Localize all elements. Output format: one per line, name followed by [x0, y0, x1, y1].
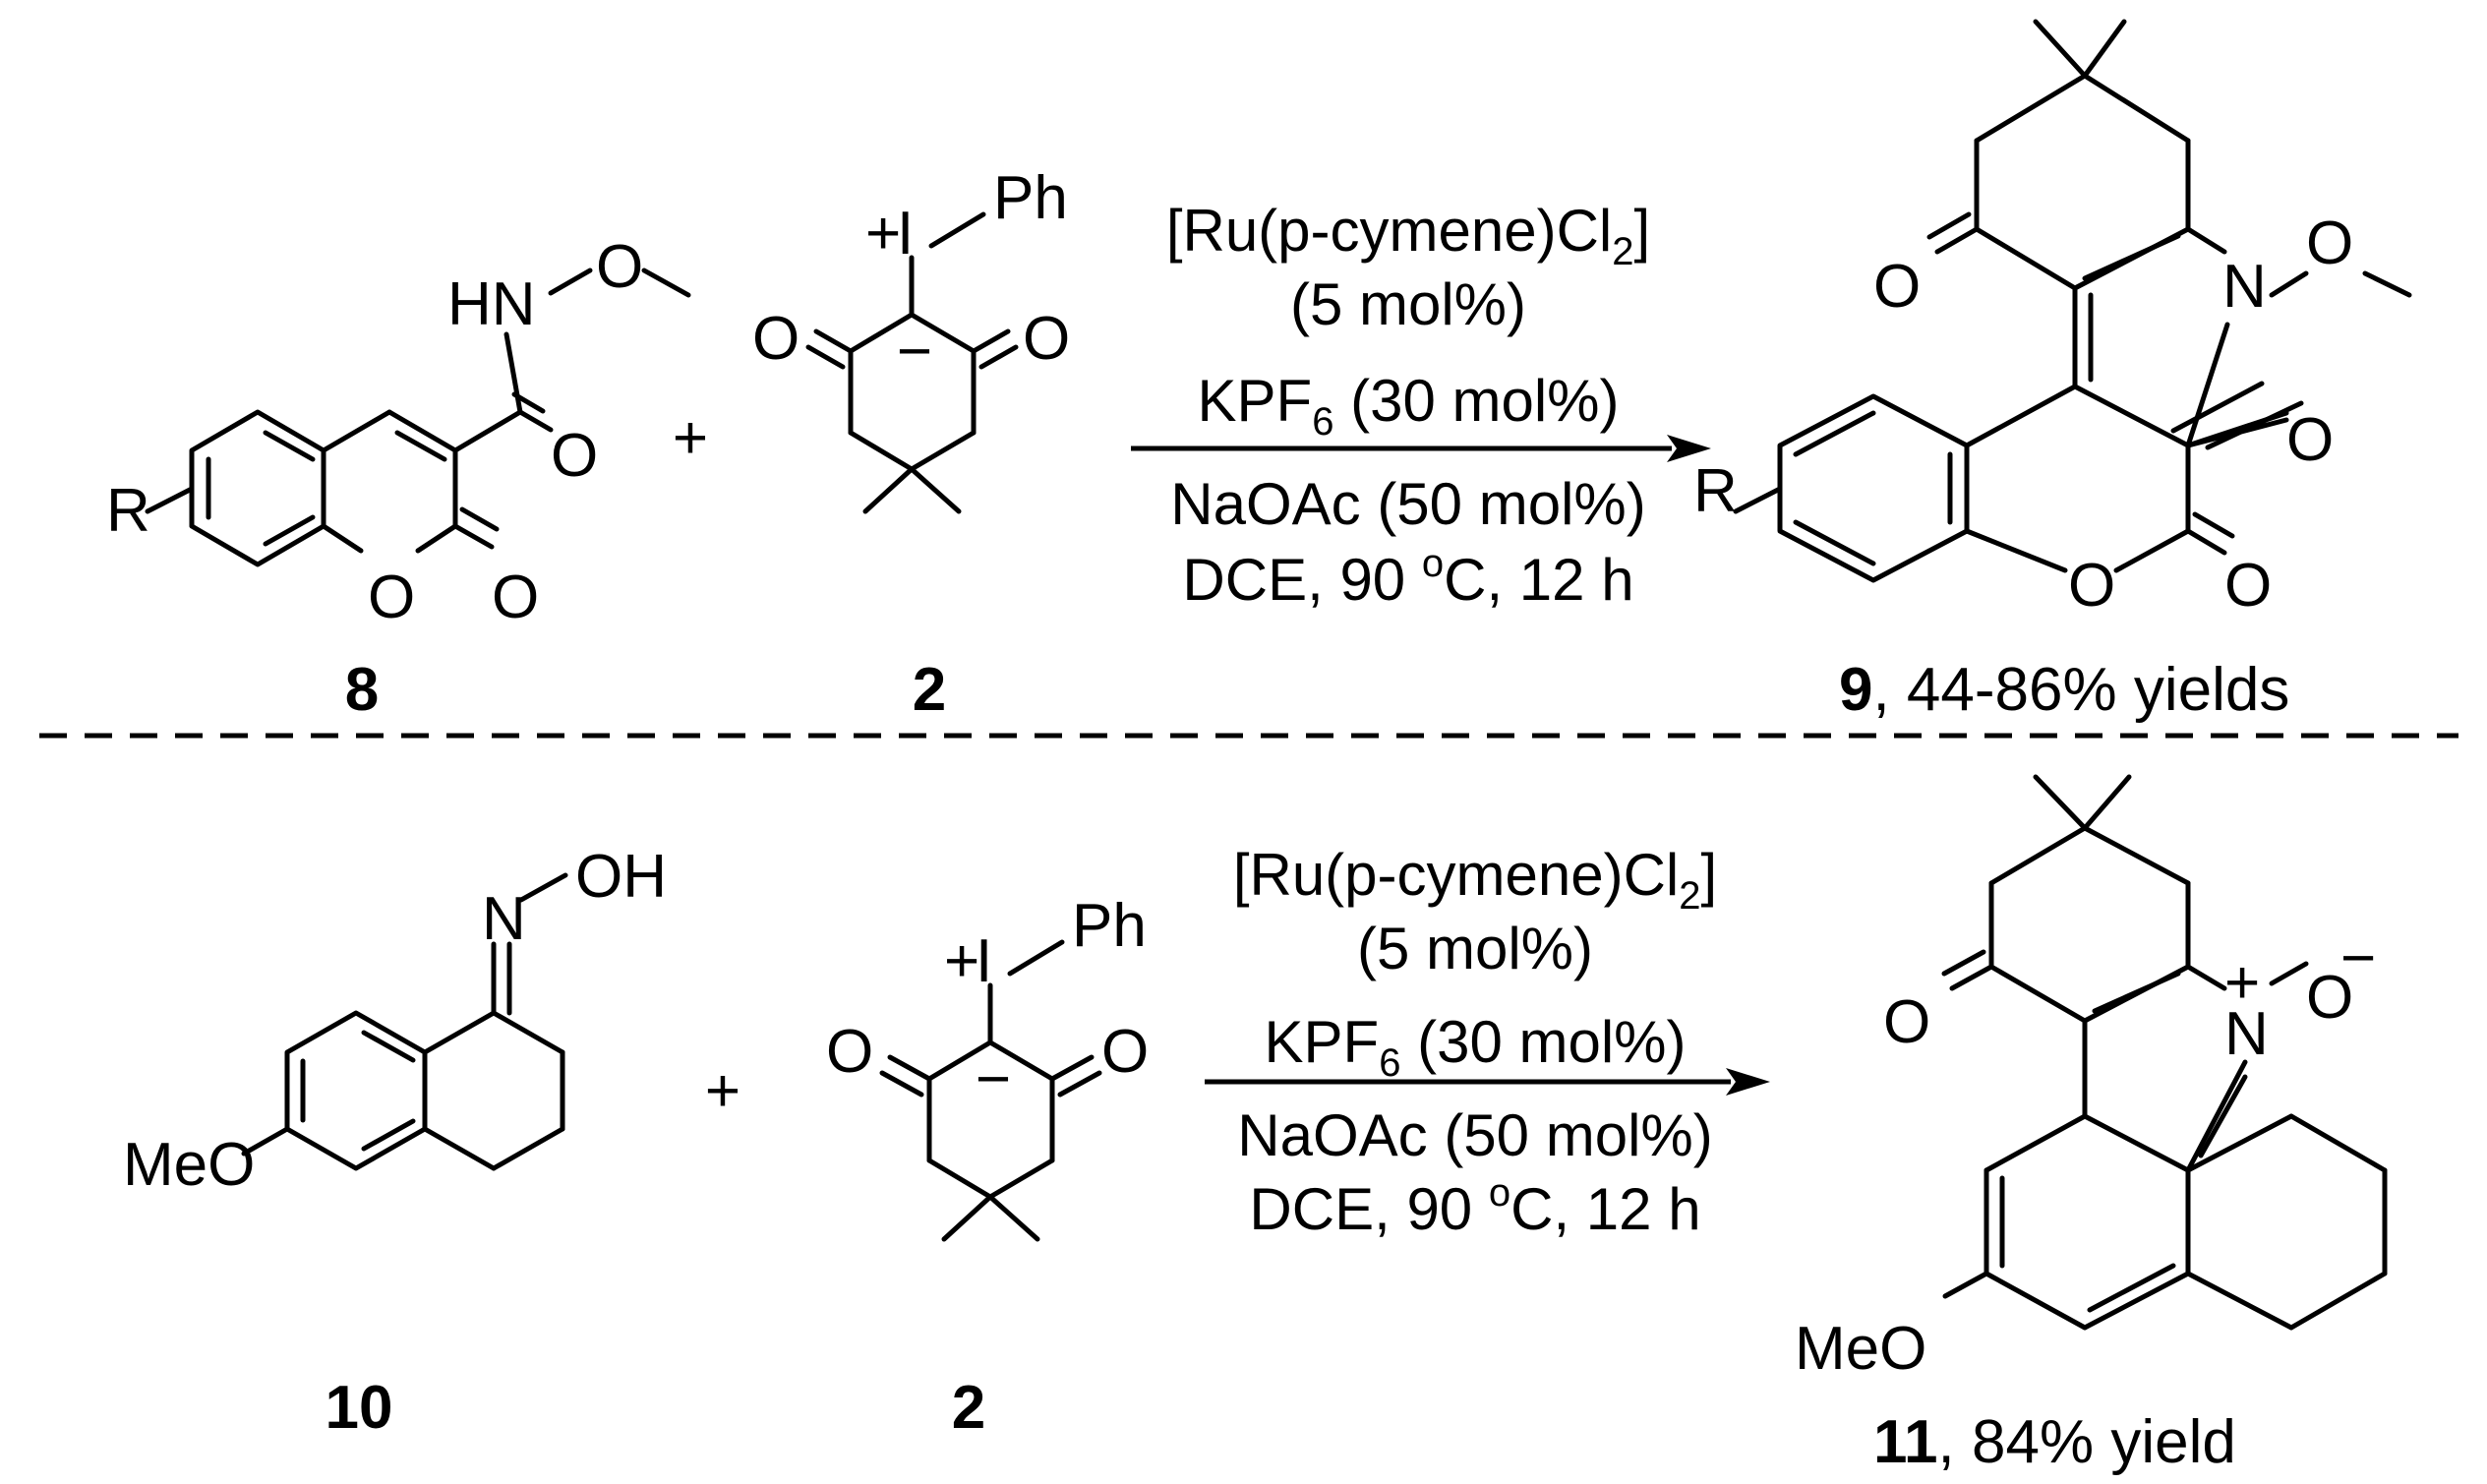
compound-11-n: N: [2224, 1000, 2269, 1068]
reaction1-base: NaOAc (50 mol%): [1170, 471, 1645, 537]
compound-9-o-ketone: O: [1873, 253, 1921, 321]
compound-10-oh: OH: [575, 843, 667, 911]
compound-9-structure: [1733, 19, 2412, 583]
reaction2-additive: KPF6 (30 mol%): [1264, 1009, 1686, 1085]
compound-9-o-methoxy: O: [2306, 209, 2353, 277]
compound-2-structure-2: [879, 939, 1102, 1242]
compound-10-structure: [241, 872, 568, 1171]
compound-10-label: 10: [326, 1374, 393, 1442]
compound-8-r: R: [106, 477, 150, 545]
reaction1-solvent: DCE, 90 oC, 12 h: [1182, 542, 1633, 613]
compound-11-label: 11, 84% yield: [1873, 1408, 2236, 1476]
reaction1-additive: KPF6 (30 mol%): [1197, 368, 1619, 444]
compound-11-o-oxide: O: [2306, 964, 2353, 1032]
compound-8-o-lactone: O: [368, 564, 415, 631]
reaction2-catalyst-loading: (5 mol%): [1357, 916, 1593, 981]
compound-11-n-charge: +: [2224, 949, 2260, 1017]
compound-8-hn: HN: [447, 270, 536, 338]
reaction1-catalyst-loading: (5 mol%): [1290, 271, 1526, 337]
compound-8-structure: [145, 267, 691, 567]
compound-2b-iodonium-charge: +: [944, 927, 979, 995]
compound-2-iodonium-charge: +: [865, 200, 901, 267]
compound-2-carbanion-charge: −: [897, 318, 932, 386]
compound-8-o-amide: O: [551, 422, 598, 490]
compound-8-o-methoxy: O: [596, 233, 643, 301]
compound-11-structure: [1941, 774, 2388, 1331]
compound-8-o-carbonyl: O: [492, 564, 539, 631]
compound-9-n: N: [2222, 253, 2267, 321]
compound-2-label: 2: [913, 656, 946, 724]
compound-8-label: 8: [345, 656, 379, 724]
reaction2-solvent: DCE, 90 oC, 12 h: [1249, 1171, 1700, 1242]
compound-2-iodine: I: [897, 200, 914, 267]
compound-2b-o-left: O: [826, 1018, 873, 1086]
compound-2-o-left: O: [752, 305, 799, 373]
reaction1-arrow: [1131, 435, 1711, 462]
compound-11-o-ketone: O: [1883, 988, 1930, 1056]
reaction2-plus: +: [705, 1057, 740, 1125]
compound-2-o-right: O: [1023, 305, 1070, 373]
compound-11-o-charge: −: [2340, 924, 2376, 992]
compound-11-meo: MeO: [1795, 1315, 1926, 1383]
compound-2b-phenyl: Ph: [1072, 892, 1147, 960]
compound-9-label: 9, 44-86% yields: [1839, 656, 2289, 724]
compound-9-o-amide: O: [2286, 406, 2334, 474]
compound-9-o-carbonyl: O: [2224, 552, 2272, 620]
reaction1-plus: +: [673, 404, 708, 472]
compound-10-meo: MeO: [123, 1131, 255, 1199]
reaction1-catalyst: [Ru(p-cymene)Cl2]: [1166, 198, 1650, 273]
compound-10-n: N: [482, 885, 526, 953]
reaction2-base: NaOAc (50 mol%): [1237, 1102, 1712, 1168]
compound-9-r: R: [1693, 457, 1738, 525]
compound-2-phenyl: Ph: [993, 164, 1068, 232]
reaction2-catalyst: [Ru(p-cymene)Cl2]: [1233, 842, 1717, 918]
reaction2-arrow: [1205, 1068, 1770, 1096]
compound-2-structure: [805, 211, 1019, 514]
compound-2b-label: 2: [952, 1374, 985, 1442]
compound-2b-o-right: O: [1101, 1018, 1149, 1086]
compound-2b-carbanion-charge: −: [976, 1045, 1011, 1113]
compound-9-o-lactone: O: [2068, 552, 2115, 620]
compound-2b-iodine: I: [976, 927, 992, 995]
